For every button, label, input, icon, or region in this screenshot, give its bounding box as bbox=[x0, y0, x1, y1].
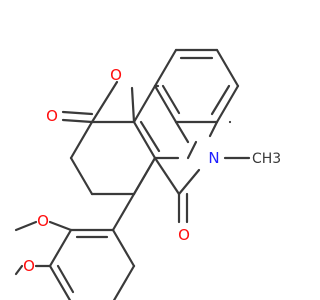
pyridinone-ring bbox=[132, 84, 232, 160]
amide-group bbox=[132, 120, 251, 224]
amide-carbonyl-oxygen-label: O bbox=[178, 226, 190, 244]
methoxy-oxygen-1-label: O bbox=[37, 212, 49, 230]
n-methyl-label: CH3 bbox=[252, 151, 281, 167]
ring-oxygen-label: O bbox=[110, 66, 122, 84]
benzo-ring bbox=[153, 48, 240, 124]
methoxy-groups bbox=[14, 220, 73, 276]
ring-nitrogen-label: N bbox=[208, 149, 219, 167]
dimethoxyphenyl-ring bbox=[48, 192, 136, 300]
molecule-structure: O O O N CH3 O O bbox=[14, 48, 281, 300]
lactone-carbonyl-oxygen-label: O bbox=[46, 107, 58, 125]
structure-canvas: O O O N CH3 O O bbox=[14, 48, 281, 300]
methoxy-oxygen-2-label: O bbox=[23, 257, 35, 275]
lactone-group bbox=[61, 80, 136, 124]
